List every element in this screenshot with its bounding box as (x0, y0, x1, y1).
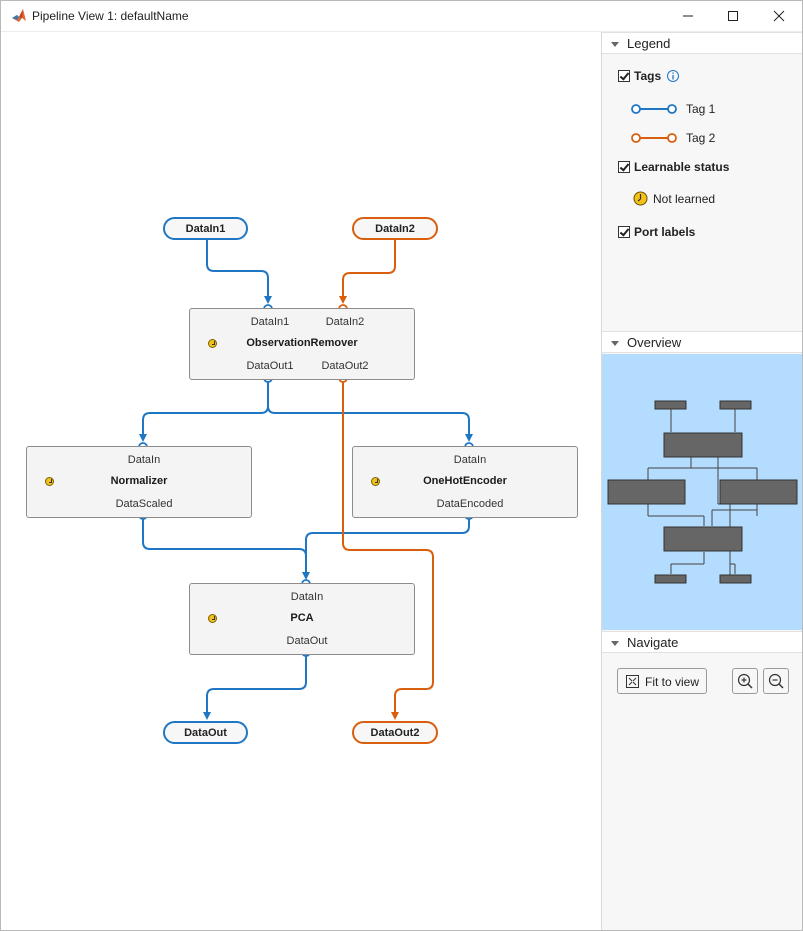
learnable-status-label: Learnable status (634, 160, 730, 174)
port-label-datain: DataIn (290, 591, 324, 603)
navigate-section-header[interactable]: Navigate (602, 631, 802, 653)
port-label-datain: DataIn (127, 454, 161, 466)
legend-section-header[interactable]: Legend (602, 32, 802, 54)
wire-datain2 (342, 240, 396, 302)
node-onehotencoder[interactable]: DataIn OneHotEncoder DataEncoded (352, 446, 578, 518)
output-dataout2[interactable]: DataOut2 (352, 721, 438, 744)
port-label-datascaled: DataScaled (115, 498, 173, 510)
overview-minimap[interactable] (602, 354, 802, 630)
navigate-header-label: Navigate (627, 635, 679, 650)
wire-dataEncoded-pca (305, 518, 470, 578)
node-pca[interactable]: DataIn PCA DataOut (189, 583, 415, 655)
overview-diagram (607, 400, 798, 584)
maximize-icon (728, 11, 738, 21)
wire-dataout2 (342, 382, 434, 718)
fit-to-view-icon (626, 675, 639, 688)
node-normalizer[interactable]: DataIn Normalizer DataScaled (26, 446, 252, 518)
input-datain2[interactable]: DataIn2 (352, 217, 438, 240)
port-label-dataout2: DataOut2 (321, 360, 369, 372)
zoom-out-button[interactable] (763, 668, 789, 694)
fit-to-view-label: Fit to view (645, 675, 700, 689)
not-learned-icon (208, 339, 217, 348)
zoom-out-icon (768, 673, 784, 689)
legend-header-label: Legend (627, 36, 671, 51)
port-labels-label: Port labels (634, 225, 696, 239)
port-label-datain2: DataIn2 (325, 316, 365, 328)
not-learned-clock-icon (633, 191, 648, 206)
wire-pca-dataout (206, 656, 307, 718)
node-name: OneHotEncoder (423, 475, 507, 487)
tag2-swatch-icon (631, 133, 677, 143)
tags-checkbox[interactable] (618, 70, 630, 82)
maximize-button[interactable] (710, 1, 756, 31)
window-title: Pipeline View 1: defaultName (32, 9, 189, 23)
port-labels-checkbox[interactable] (618, 226, 630, 238)
port-label-datain: DataIn (453, 454, 487, 466)
collapse-triangle-icon (611, 42, 619, 47)
minimize-button[interactable] (665, 1, 711, 31)
wire-to-normalizer (142, 382, 269, 440)
port-label-dataencoded: DataEncoded (436, 498, 504, 510)
tag1-swatch-icon (631, 104, 677, 114)
title-bar: Pipeline View 1: defaultName (1, 1, 802, 32)
node-name: Normalizer (110, 475, 168, 487)
not-learned-icon (45, 477, 54, 486)
wire-dataScaled-pca (142, 518, 307, 578)
not-learned-icon (208, 614, 217, 623)
input-datain1[interactable]: DataIn1 (163, 217, 248, 240)
overview-header-label: Overview (627, 335, 682, 350)
port-label-dataout1: DataOut1 (246, 360, 294, 372)
pipeline-canvas[interactable]: DataIn1 DataIn2 DataOut DataOut2 DataIn1… (1, 32, 602, 930)
close-icon (773, 10, 785, 22)
learnable-status-checkbox[interactable] (618, 161, 630, 173)
node-observation-remover[interactable]: DataIn1 DataIn2 ObservationRemover DataO… (189, 308, 415, 380)
collapse-triangle-icon (611, 341, 619, 346)
wire-datain1 (206, 240, 269, 302)
info-icon[interactable] (666, 69, 680, 83)
matlab-logo-icon (12, 9, 26, 22)
overview-section-header[interactable]: Overview (602, 331, 802, 353)
close-button[interactable] (756, 1, 802, 31)
zoom-in-icon (737, 673, 753, 689)
output-dataout[interactable]: DataOut (163, 721, 248, 744)
tag2-label: Tag 2 (686, 131, 716, 145)
collapse-triangle-icon (611, 641, 619, 646)
fit-to-view-button[interactable]: Fit to view (617, 668, 707, 694)
node-name: ObservationRemover (246, 337, 358, 349)
port-label-datain1: DataIn1 (250, 316, 290, 328)
wire-to-onehot (267, 382, 470, 440)
minimize-icon (683, 15, 693, 17)
tags-label: Tags (634, 69, 662, 83)
tag1-label: Tag 1 (686, 102, 716, 116)
side-panel: Legend Tags Tag 1 Tag 2 Learnable status (602, 32, 802, 930)
zoom-in-button[interactable] (732, 668, 758, 694)
not-learned-icon (371, 477, 380, 486)
node-name: PCA (290, 612, 314, 624)
port-label-dataout: DataOut (286, 635, 328, 647)
not-learned-label: Not learned (653, 192, 716, 206)
